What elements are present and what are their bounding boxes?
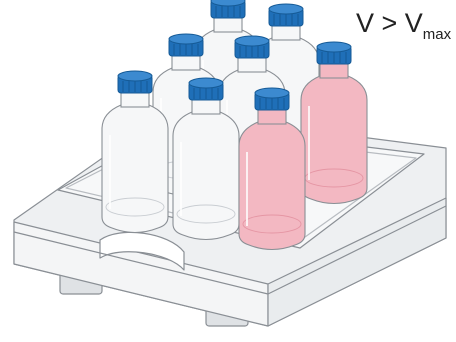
bottle-base-ring — [176, 204, 236, 224]
volume-label: V > Vmax — [356, 8, 452, 43]
bottle-body — [101, 104, 169, 234]
bottle-full — [238, 87, 306, 251]
volume-label-subscript: max — [423, 26, 452, 43]
bottle-base-ring — [242, 214, 302, 234]
bottle-body — [238, 121, 306, 251]
bottle-cap-top — [188, 77, 224, 89]
bottles — [101, 0, 368, 251]
volume-label-main: V > V — [356, 8, 423, 38]
bottle-cap-top — [316, 41, 352, 53]
bottle-cap-top — [254, 87, 290, 99]
bottle-cap-top — [268, 3, 304, 15]
bottle-body — [172, 111, 240, 241]
tray-handle — [99, 231, 185, 271]
bottle-full — [300, 41, 368, 205]
bottle-cap-top — [117, 70, 153, 82]
bottle-base-ring — [105, 197, 165, 217]
bottle-empty — [101, 70, 169, 234]
bottle-cap-top — [168, 33, 204, 45]
bottle-cap-top — [234, 35, 270, 47]
tray-right-face — [267, 197, 447, 327]
bottle-body — [300, 75, 368, 205]
bottle-empty — [172, 77, 240, 241]
